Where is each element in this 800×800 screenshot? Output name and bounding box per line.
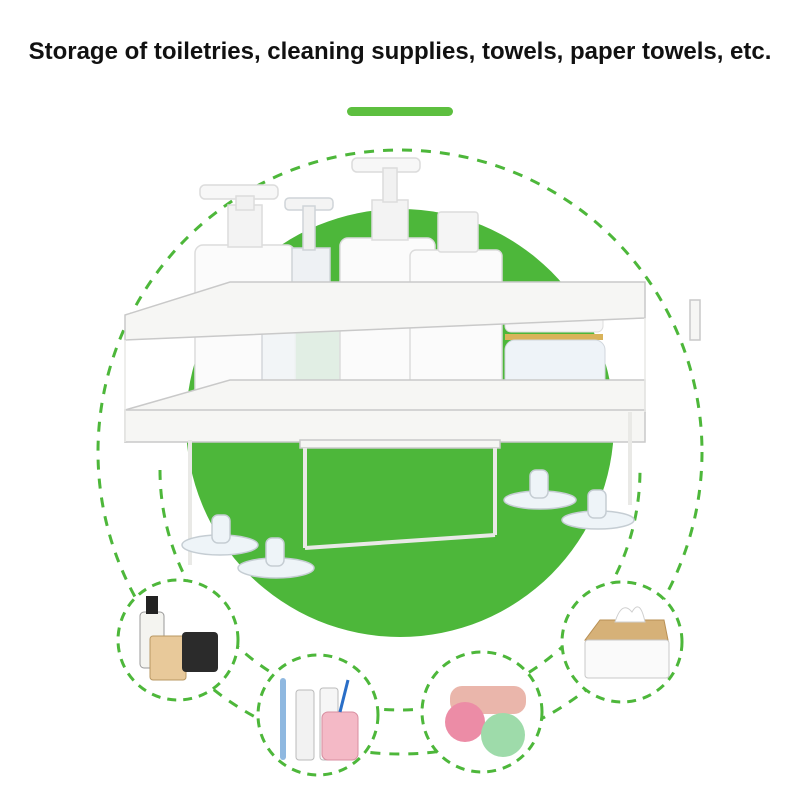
headline: Storage of toiletries, cleaning supplies… (28, 38, 772, 65)
usage-toiletries (116, 578, 240, 702)
dashed-outer-ring (96, 148, 704, 756)
usage-toothbrush-cup (256, 653, 380, 777)
suction-cups (181, 469, 635, 579)
shelf-rack (124, 281, 701, 565)
accent-bar (347, 107, 453, 116)
usage-towel-sponge (420, 650, 544, 774)
usage-tissue-box (560, 580, 684, 704)
